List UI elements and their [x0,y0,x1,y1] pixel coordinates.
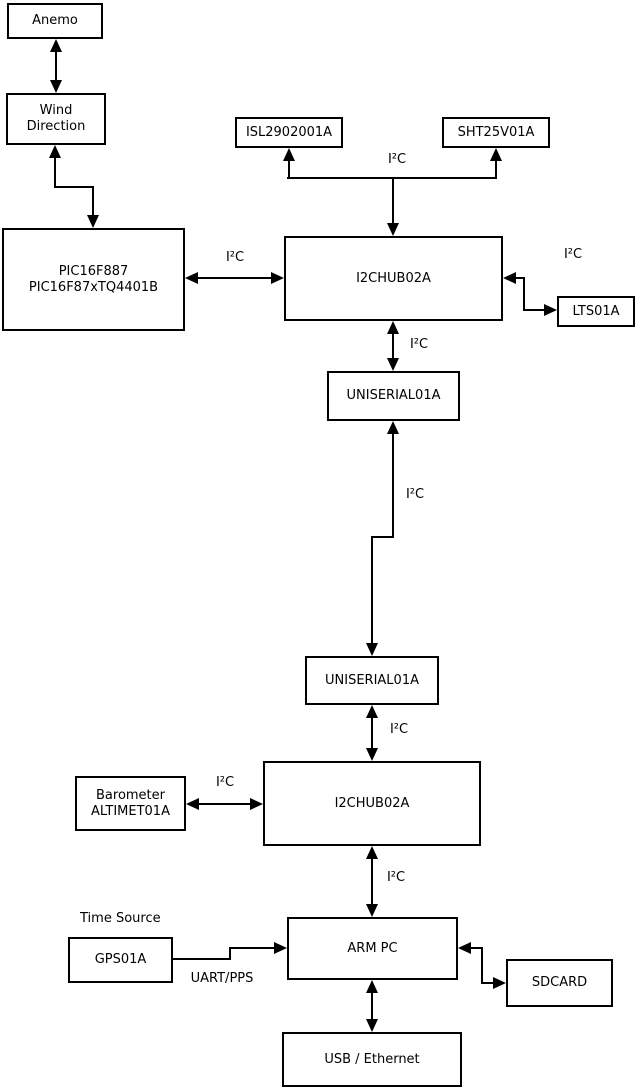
line-segment [92,186,94,215]
edge-label-i2c-sensors: I²C [387,152,407,167]
line-segment [392,432,394,538]
node-pic16f887: PIC16F887 PIC16F87xTQ4401B [2,228,185,331]
node-sdcard-label: SDCARD [531,975,588,990]
node-barometer-label-line1: Barometer [96,787,165,803]
line-segment [514,277,525,279]
arrowhead-right [274,942,287,954]
arrowhead-down [366,1019,378,1032]
node-barometer-altimet01a: Barometer ALTIMET01A [75,776,186,831]
arrowhead-up [366,705,378,718]
arrowhead-right [493,977,506,989]
node-wind-direction-label-line1: Wind [39,103,73,118]
node-i2chub02a-top: I2CHUB02A [284,236,503,321]
line-segment [197,803,252,805]
arrowhead-right [271,272,284,284]
line-segment [229,947,231,960]
line-segment [196,277,273,279]
arrowhead-left [458,942,471,954]
line-segment [54,156,56,188]
arrowhead-down [50,80,62,93]
node-usb-ethernet: USB / Ethernet [282,1032,462,1087]
line-segment [469,947,483,949]
line-segment [54,186,94,188]
line-segment [229,947,274,949]
node-lts01a: LTS01A [557,296,635,327]
node-sht25v01a: SHT25V01A [442,117,550,148]
node-arm-pc: ARM PC [287,917,458,980]
line-segment [392,332,394,358]
line-segment [371,857,373,906]
node-lts01a-label: LTS01A [572,303,620,319]
arrowhead-up [283,148,295,161]
edge-label-i2c-hub-uniserial: I²C [409,337,429,352]
node-usb-ethernet-label: USB / Ethernet [324,1051,420,1067]
arrowhead-down [387,358,399,371]
node-pic16f887-label-line1: PIC16F887 [58,263,129,279]
line-segment [523,277,525,311]
arrowhead-down [366,643,378,656]
node-sht25v01a-label: SHT25V01A [457,124,535,140]
arrowhead-up [50,39,62,52]
arrowhead-down [366,904,378,917]
node-isl2902001a: ISL2902001A [235,117,343,148]
arrowhead-up [387,321,399,334]
arrowhead-up [490,148,502,161]
node-barometer-label-line2: ALTIMET01A [91,803,170,819]
line-segment [481,982,493,984]
arrowhead-down [366,748,378,761]
line-segment [392,177,394,223]
node-i2chub02a-bottom: I2CHUB02A [263,761,481,846]
arrowhead-up [366,846,378,859]
line-segment [288,159,290,179]
node-anemo-label: Anemo [32,13,78,28]
edge-label-i2c-pic-hub: I²C [225,250,245,265]
node-uniserial01a-bottom: UNISERIAL01A [305,656,439,705]
edge-label-i2c-hub-armpc: I²C [386,870,406,885]
node-i2chub02a-top-label: I2CHUB02A [356,270,431,286]
arrowhead-right [544,304,557,316]
arrowhead-left [503,272,516,284]
edge-label-i2c-lts: I²C [563,247,583,262]
node-wind-direction-label-line2: Direction [26,119,86,134]
line-segment [55,50,57,82]
node-sdcard: SDCARD [506,959,613,1007]
caption-time-source: Time Source [80,911,161,926]
node-anemo: Anemo [7,3,103,39]
line-segment [523,309,546,311]
node-isl2902001a-label: ISL2902001A [245,124,333,140]
line-segment [371,991,373,1021]
arrowhead-down [87,215,99,228]
line-segment [371,538,373,645]
node-uniserial01a-top: UNISERIAL01A [327,371,460,421]
edge-label-i2c-uniserial-link: I²C [405,487,425,502]
node-wind-direction: Wind Direction [6,93,106,145]
node-arm-pc-label: ARM PC [347,940,398,956]
arrowhead-up [366,980,378,993]
arrowhead-down [387,223,399,236]
edge-label-i2c-barometer: I²C [215,775,235,790]
node-pic16f887-label-line2: PIC16F87xTQ4401B [28,279,159,295]
node-gps01a-label: GPS01A [94,952,147,967]
node-gps01a: GPS01A [68,937,173,983]
line-segment [173,958,231,960]
edge-label-uart-pps: UART/PPS [190,971,254,986]
node-uniserial01a-bottom-label: UNISERIAL01A [325,672,419,688]
node-i2chub02a-bottom-label: I2CHUB02A [334,795,410,811]
line-segment [495,159,497,179]
arrowhead-up [49,145,61,158]
arrowhead-left [185,272,198,284]
arrowhead-up [387,421,399,434]
edge-label-i2c-uniserial-hub: I²C [389,722,409,737]
line-segment [371,536,394,538]
line-segment [481,947,483,984]
arrowhead-right [250,798,263,810]
node-uniserial01a-top-label: UNISERIAL01A [346,388,441,403]
arrowhead-left [186,798,199,810]
line-segment [371,716,373,750]
